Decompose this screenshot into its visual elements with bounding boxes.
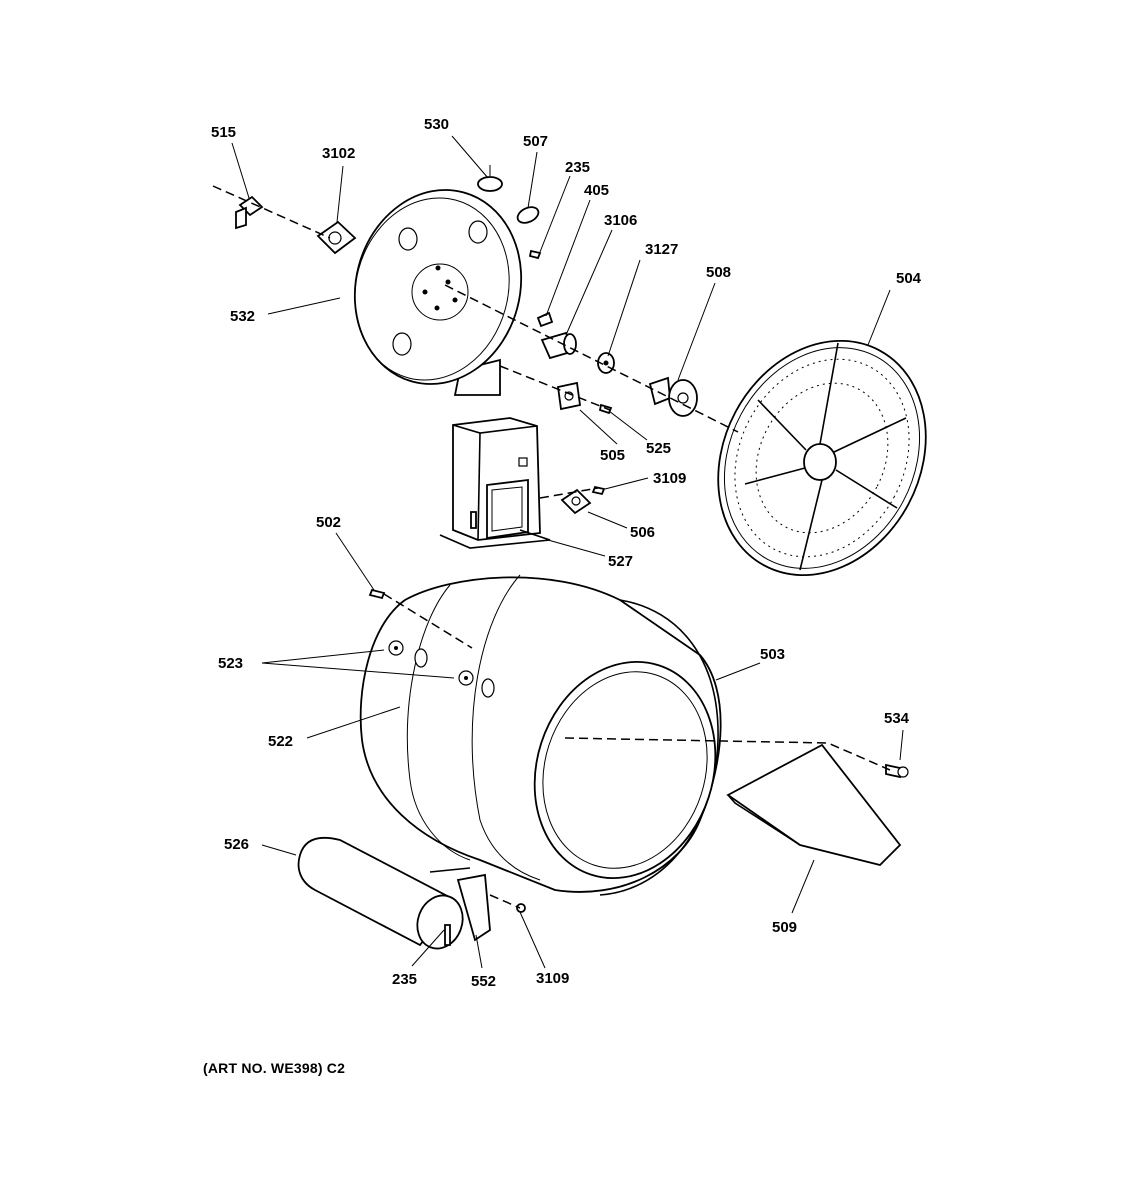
clip-515 [235, 195, 264, 230]
art-number-caption: (ART NO. WE398) C2 [203, 1060, 346, 1076]
label-507: 507 [523, 133, 548, 150]
label-532: 532 [230, 308, 255, 325]
label-235-bottom: 235 [392, 971, 417, 988]
label-405: 405 [584, 182, 609, 199]
drum-503 [359, 574, 722, 896]
label-3106: 3106 [604, 212, 637, 229]
bracket-530 [477, 165, 503, 192]
label-504: 504 [896, 270, 922, 287]
screw-534 [885, 763, 909, 779]
part-507 [516, 206, 540, 224]
bearing-506 [560, 488, 592, 515]
bracket-505 [556, 381, 582, 411]
roller-526 [297, 836, 491, 950]
rear-bulkhead-532 [353, 189, 523, 396]
label-3109-top: 3109 [653, 470, 686, 487]
label-508: 508 [706, 264, 731, 281]
label-525: 525 [646, 440, 671, 457]
screw-3109-bottom [516, 903, 526, 913]
label-506: 506 [630, 524, 655, 541]
drum-back-504 [717, 339, 927, 577]
label-3109-bottom: 3109 [536, 970, 569, 987]
label-515: 515 [211, 124, 236, 141]
label-3102: 3102 [322, 145, 355, 162]
label-522: 522 [268, 733, 293, 750]
screw-235-top [528, 249, 542, 260]
alignment-lines [212, 185, 891, 909]
label-552: 552 [471, 973, 496, 990]
screw-502 [368, 588, 386, 600]
baffle-509 [726, 743, 902, 866]
label-502: 502 [316, 514, 341, 531]
label-534: 534 [884, 710, 910, 727]
label-509: 509 [772, 919, 797, 936]
duct-527 [439, 417, 551, 549]
label-526: 526 [224, 836, 249, 853]
label-3127: 3127 [645, 241, 678, 258]
shaft-parts [536, 311, 698, 417]
label-523: 523 [218, 655, 243, 672]
leader-lines [231, 135, 904, 969]
label-235-top: 235 [565, 159, 590, 176]
label-527: 527 [608, 553, 633, 570]
screw-3109-top [591, 485, 606, 496]
part-labels: 515 3102 530 507 235 405 3106 3127 508 5… [211, 116, 922, 990]
label-503: 503 [760, 646, 785, 663]
label-530: 530 [424, 116, 449, 133]
bearing-plate-3102 [316, 220, 357, 255]
label-505: 505 [600, 447, 625, 464]
